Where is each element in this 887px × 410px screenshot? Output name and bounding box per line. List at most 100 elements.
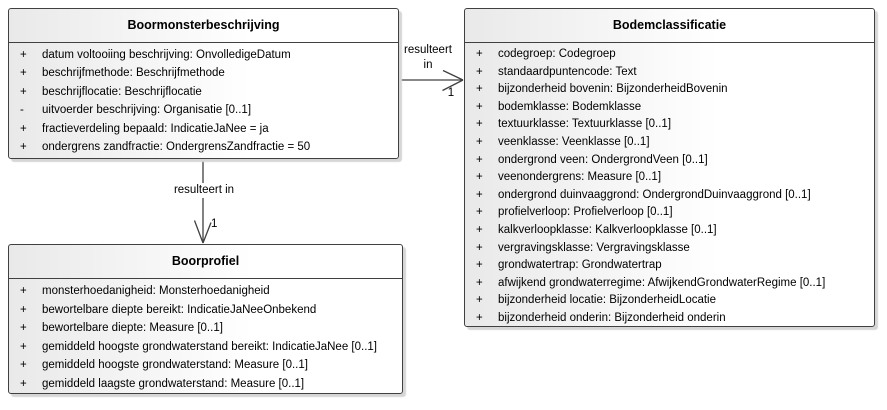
- attribute-text: vergravingsklasse: Vergravingsklasse: [498, 241, 690, 254]
- visibility-marker: +: [476, 83, 483, 96]
- class-bodemclassificatie: Bodemclassificatie + codegroep: Codegroep…: [464, 8, 875, 327]
- connector-label-resulteert-in: resulteert in: [396, 43, 460, 73]
- visibility-marker: +: [476, 311, 483, 324]
- class-title: Bodemclassificatie: [465, 9, 874, 43]
- attribute-row: + ondergrond duinvaaggrond: OndergrondDui…: [465, 187, 874, 205]
- attribute-row: + codegroep: Codegroep: [465, 46, 874, 64]
- attribute-text: kalkverloopklasse: Kalkverloopklasse [0.…: [498, 223, 717, 236]
- attribute-row: + kalkverloopklasse: Kalkverloopklasse [0…: [465, 222, 874, 240]
- attribute-row: + afwijkend grondwaterregime: AfwijkendGr…: [465, 275, 874, 293]
- attribute-row: + bewortelbare diepte: Measure [0..1]: [9, 319, 402, 338]
- visibility-marker: +: [476, 135, 483, 148]
- attribute-text: profielverloop: Profielverloop [0..1]: [498, 206, 673, 219]
- attribute-text: veenklasse: Veenklasse [0..1]: [498, 135, 650, 148]
- attribute-text: textuurklasse: Textuurklasse [0..1]: [498, 118, 672, 131]
- visibility-marker: +: [476, 223, 483, 236]
- attributes-compartment: + codegroep: Codegroep + standaardpuntenco…: [465, 43, 874, 328]
- attribute-row: + profielverloop: Profielverloop [0..1]: [465, 204, 874, 222]
- visibility-marker: +: [476, 276, 483, 289]
- visibility-marker: +: [20, 377, 27, 390]
- visibility-marker: +: [476, 206, 483, 219]
- attribute-text: grondwatertrap: Grondwatertrap: [498, 259, 662, 272]
- attributes-compartment: + datum voltooiing beschrijving: Onvolled…: [9, 43, 398, 156]
- connector-label-line: resulteert: [404, 44, 452, 56]
- visibility-marker: +: [476, 118, 483, 131]
- class-title: Boorprofiel: [9, 245, 402, 279]
- attribute-row: + fractieverdeling bepaald: IndicatieJaNe…: [9, 120, 398, 138]
- visibility-marker: -: [20, 104, 24, 117]
- attribute-text: veenondergrens: Measure [0..1]: [498, 171, 662, 184]
- open-arrowhead-down-icon: [193, 220, 212, 244]
- attribute-row: - uitvoerder beschrijving: Organisatie [0…: [9, 101, 398, 119]
- attribute-row: +gemiddeld hoogste grondwaterstand berei…: [9, 338, 402, 357]
- attribute-text: gemiddeld hoogste grondwaterstand: Measu…: [42, 359, 308, 372]
- visibility-marker: +: [20, 85, 27, 98]
- visibility-marker: +: [20, 141, 27, 154]
- attribute-row: + bewortelbare diepte bereikt: IndicatieJ…: [9, 301, 402, 320]
- visibility-marker: +: [476, 65, 483, 78]
- attribute-text: standaardpuntencode: Text: [498, 65, 637, 78]
- visibility-marker: +: [476, 100, 483, 113]
- visibility-marker: +: [20, 359, 27, 372]
- attribute-text: bijzonderheid onderin: Bijzonderheid ond…: [498, 311, 726, 324]
- attribute-text: fractieverdeling bepaald: IndicatieJaNee…: [42, 122, 269, 135]
- visibility-marker: +: [476, 48, 483, 60]
- attribute-row: + ondergrens zandfractie: OndergrensZandf…: [9, 138, 398, 156]
- attribute-text: uitvoerder beschrijving: Organisatie [0.…: [42, 104, 252, 117]
- attribute-row: + textuurklasse: Textuurklasse [0..1]: [465, 116, 874, 134]
- visibility-marker: +: [20, 67, 27, 80]
- attribute-row: + bodemklasse: Bodemklasse: [465, 99, 874, 117]
- class-boorprofiel: Boorprofiel + monsterhoedanigheid: Monste…: [8, 244, 403, 394]
- visibility-marker: +: [476, 294, 483, 307]
- connector-label-line: in: [423, 59, 433, 71]
- attribute-row: + bijzonderheid locatie: BijzonderheidLoc…: [465, 292, 874, 310]
- attribute-row: + bijzonderheid bovenin: BijzonderheidBov…: [465, 81, 874, 99]
- multiplicity-label: 1: [447, 87, 455, 99]
- attribute-text: bodemklasse: Bodemklasse: [498, 100, 642, 113]
- attribute-row: + ondergrond veen: OndergrondVeen [0..1]: [465, 152, 874, 170]
- visibility-marker: +: [20, 122, 27, 135]
- attribute-text: afwijkend grondwaterregime: AfwijkendGro…: [498, 276, 826, 289]
- visibility-marker: +: [20, 322, 27, 335]
- visibility-marker: +: [476, 259, 483, 272]
- attribute-row: + veenondergrens: Measure [0..1]: [465, 169, 874, 187]
- attribute-row: + monsterhoedanigheid: Monsterhoedanighei…: [9, 282, 402, 301]
- attribute-text: datum voltooiing beschrijving: Onvolledi…: [42, 49, 291, 61]
- visibility-marker: +: [20, 285, 27, 297]
- attribute-text: bijzonderheid locatie: BijzonderheidLoca…: [498, 294, 717, 307]
- attribute-text: ondergrens zandfractie: OndergrensZandfr…: [42, 141, 311, 154]
- visibility-marker: +: [476, 171, 483, 184]
- open-arrowhead-right-icon: [442, 69, 464, 92]
- visibility-marker: +: [20, 340, 27, 353]
- class-boormonsterbeschrijving: Boormonsterbeschrijving + datum voltooiin…: [8, 8, 399, 159]
- multiplicity-label: 1: [211, 218, 218, 230]
- attribute-row: + standaardpuntencode: Text: [465, 64, 874, 82]
- visibility-marker: +: [476, 241, 483, 254]
- attribute-row: + beschrijflocatie: Beschrijflocatie: [9, 83, 398, 101]
- attribute-text: bewortelbare diepte bereikt: IndicatieJa…: [42, 303, 317, 316]
- connector-label-resulteert-in: resulteert in: [148, 183, 260, 198]
- attribute-row: + veenklasse: Veenklasse [0..1]: [465, 134, 874, 152]
- attribute-row: + beschrijfmethode: Beschrijfmethode: [9, 64, 398, 82]
- attribute-text: ondergrond duinvaaggrond: OndergrondDuin…: [498, 188, 811, 201]
- attribute-row: + bijzonderheid onderin: Bijzonderheid on…: [465, 310, 874, 328]
- attribute-text: beschrijfmethode: Beschrijfmethode: [42, 67, 225, 80]
- attribute-text: bijzonderheid bovenin: BijzonderheidBove…: [498, 83, 728, 96]
- visibility-marker: +: [476, 188, 483, 201]
- attribute-text: beschrijflocatie: Beschrijflocatie: [42, 85, 202, 98]
- attributes-compartment: + monsterhoedanigheid: Monsterhoedanighei…: [9, 279, 402, 394]
- attribute-text: gemiddeld laagste grondwaterstand: Measu…: [42, 377, 305, 390]
- attribute-row: + gemiddeld hoogste grondwaterstand: Meas…: [9, 356, 402, 375]
- visibility-marker: +: [476, 153, 483, 166]
- attribute-row: + gemiddeld laagste grondwaterstand: Meas…: [9, 375, 402, 394]
- visibility-marker: +: [20, 303, 27, 316]
- attribute-row: + vergravingsklasse: Vergravingsklasse: [465, 240, 874, 258]
- attribute-text: bewortelbare diepte: Measure [0..1]: [42, 322, 223, 335]
- attribute-text: monsterhoedanigheid: Monsterhoedanigheid: [42, 285, 270, 297]
- attribute-text: codegroep: Codegroep: [498, 48, 616, 60]
- class-title: Boormonsterbeschrijving: [9, 9, 398, 43]
- attribute-row: +datum voltooiing beschrijving: Onvolled…: [9, 46, 398, 64]
- attribute-text: ondergrond veen: OndergrondVeen [0..1]: [498, 153, 708, 166]
